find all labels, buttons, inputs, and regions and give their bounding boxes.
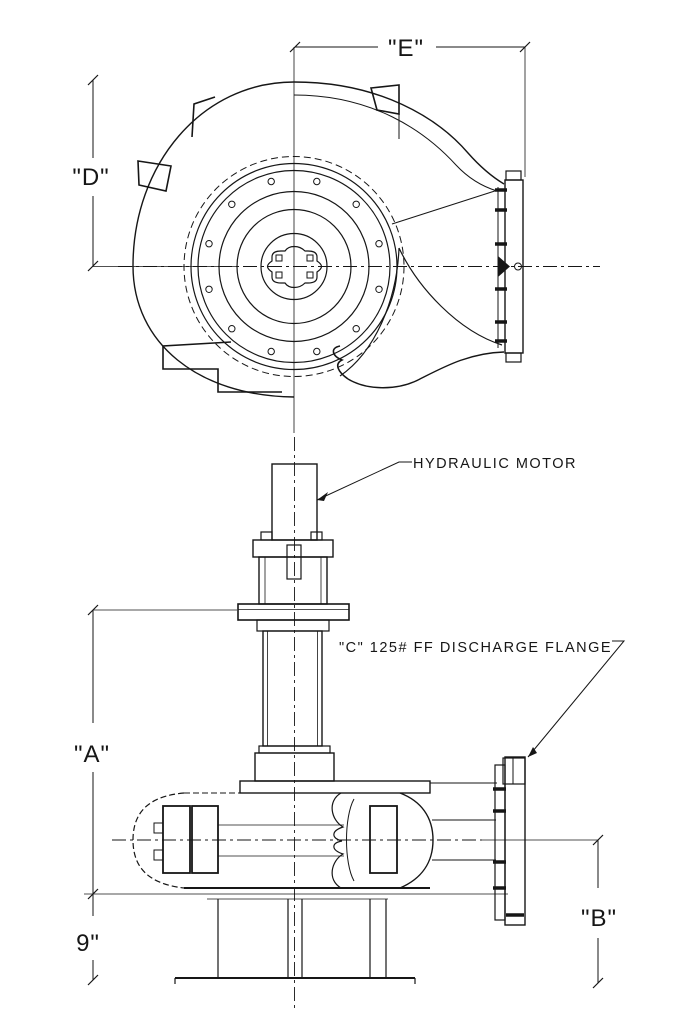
dimension-d-label: "D" xyxy=(72,164,109,191)
discharge-flange-elevation xyxy=(430,756,526,926)
base-pedestal xyxy=(84,893,508,984)
volute-lower-wall xyxy=(347,351,505,389)
nozzle-edge-line xyxy=(391,188,502,225)
casing-lugs xyxy=(137,84,400,393)
volute-outer-wall xyxy=(132,81,505,398)
annotations: HYDRAULIC MOTOR "C" 125# FF DISCHARGE FL… xyxy=(316,456,626,758)
lug-upper-left xyxy=(191,96,216,138)
motor-label: HYDRAULIC MOTOR xyxy=(413,456,577,472)
flange-center-bolt xyxy=(514,262,522,271)
casing-top-plate xyxy=(239,780,431,794)
motor-leader-arrow xyxy=(317,492,328,501)
flange-top-tab xyxy=(502,757,526,785)
suction-block-inner xyxy=(191,805,219,874)
dimension-a: "A" xyxy=(74,604,237,900)
dimension-9-label: 9" xyxy=(76,930,100,957)
shaft-coupling xyxy=(286,544,302,580)
flange-plate xyxy=(504,756,526,926)
motor-mount-hub xyxy=(266,245,323,289)
cover-bolt-holes xyxy=(205,177,383,356)
motor-adapter-flange xyxy=(252,539,334,558)
suction-block-outer xyxy=(162,805,191,874)
dimension-9: 9" xyxy=(76,894,100,986)
lug-left xyxy=(137,160,172,192)
dimension-e: "E" xyxy=(289,35,531,177)
casing-left-rounded-end xyxy=(132,792,185,889)
cutwater-tongue xyxy=(332,345,349,380)
flange-leader-line xyxy=(527,640,626,758)
lug-lower-left xyxy=(162,341,282,393)
dimension-a-label: "A" xyxy=(74,741,110,768)
dimension-b: "B" xyxy=(581,834,617,989)
flange-bolt-marks-elevation xyxy=(493,787,524,917)
impeller-shroud-upper xyxy=(331,792,345,842)
top-view-pump-volute xyxy=(118,47,600,433)
flange-bolt-marks-plan xyxy=(495,188,507,343)
shaft-boss-circle xyxy=(260,232,328,301)
casing-right-bell xyxy=(399,792,434,889)
flange-leader-arrow xyxy=(528,747,537,757)
impeller-hub xyxy=(369,805,398,874)
flange-label: "C" 125# FF DISCHARGE FLANGE xyxy=(339,640,612,656)
motor-bolt-left xyxy=(260,531,273,541)
impeller-shroud-lower xyxy=(331,840,345,889)
side-view-pump-assembly xyxy=(84,437,598,1012)
flow-direction-marker xyxy=(498,256,510,277)
discharge-nozzle-inner-wall xyxy=(398,247,503,346)
column-pipe xyxy=(262,630,323,747)
dimension-d: "D" xyxy=(72,74,236,272)
motor-leader-line xyxy=(316,461,412,501)
mounting-flange xyxy=(237,603,350,621)
pump-casing-elevation xyxy=(132,792,434,889)
column-upper-step xyxy=(256,619,330,632)
dimension-b-label: "B" xyxy=(581,905,617,932)
dimension-e-label: "E" xyxy=(388,35,424,62)
bearing-housing xyxy=(258,556,328,605)
seal-housing-circle xyxy=(236,208,352,325)
discharge-flange-plan xyxy=(495,170,524,363)
volute-inner-parallel-wall xyxy=(293,94,498,192)
